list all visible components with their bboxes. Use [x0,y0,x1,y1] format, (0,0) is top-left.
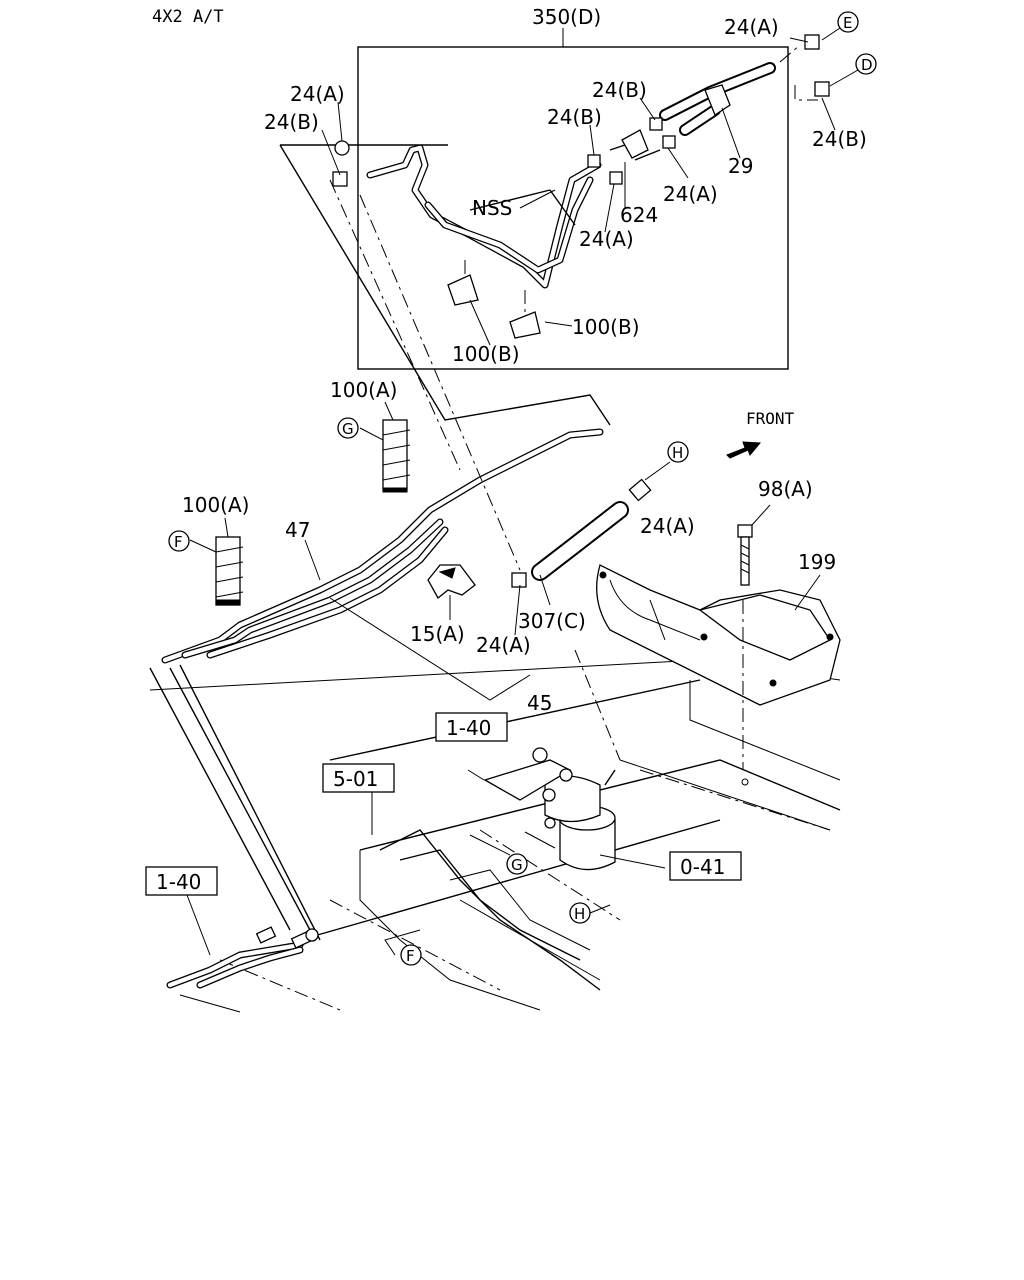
clamp-100a-top [382,419,411,493]
bracket-199 [596,564,841,786]
fuel-filter [483,649,621,871]
chassis-frame [149,659,841,1013]
callout-24a-left: 24(A) [290,82,345,106]
bracket-15a [427,564,476,599]
marker-e: E [843,14,852,32]
marker-h-top: H [672,444,683,462]
ref-box-5-01: 5-01 [333,767,378,791]
marker-g-bottom: G [511,856,523,874]
callout-98a: 98(A) [758,477,813,501]
callout-29: 29 [728,154,753,178]
ref-box-0-41: 0-41 [680,855,725,879]
callout-24a-hose: 24(A) [640,514,695,538]
callout-24b-mid2: 24(B) [547,105,602,129]
marker-f-top: F [174,533,183,551]
marker-g-top: G [342,420,354,438]
front-arrow-icon [726,441,762,459]
callout-100b-right: 100(B) [572,315,640,339]
box-350d [279,34,830,571]
marker-d: D [861,56,873,74]
callout-45: 45 [527,691,552,715]
hose-307c [531,478,652,581]
callout-24a-e: 24(A) [724,15,779,39]
callout-labels: 350(D) 24(A) 24(B) 24(A) 24(B) 24(B) 24(… [182,5,867,715]
ref-box-1-40-left: 1-40 [156,870,201,894]
ref-box-1-40-top: 1-40 [446,716,491,740]
callout-24b-d: 24(B) [812,127,867,151]
callout-307c: 307(C) [518,609,586,633]
marker-f-bottom: F [406,947,415,965]
front-label: FRONT [746,409,795,428]
callout-24b-mid1: 24(B) [592,78,647,102]
callout-nss: NSS [472,196,512,220]
model-label: 4X2 A/T [152,7,224,27]
marker-h-bottom: H [574,905,585,923]
fuel-lines-47-45 [149,428,604,989]
bolt-98a [737,524,753,586]
callout-24a-mid: 24(A) [663,182,718,206]
front-direction: FRONT [726,409,795,459]
callout-100a-left: 100(A) [182,493,249,517]
leader-lines [186,27,859,956]
callout-199: 199 [798,550,836,574]
callout-24a-bottom: 24(A) [476,633,531,657]
circle-markers: E D G F H G H F [168,11,877,966]
clamp-100a-left [215,536,244,606]
nut-24a-lower [511,572,527,588]
callout-24a-low: 24(A) [579,227,634,251]
callout-350d: 350(D) [532,5,601,29]
callout-15a: 15(A) [410,622,465,646]
callout-47: 47 [285,518,310,542]
reference-boxes: 1-40 5-01 1-40 0-41 [145,712,742,896]
callout-100b-left: 100(B) [452,342,520,366]
callout-624: 624 [620,203,658,227]
callout-100a-top: 100(A) [330,378,397,402]
callout-24b-left: 24(B) [264,110,319,134]
